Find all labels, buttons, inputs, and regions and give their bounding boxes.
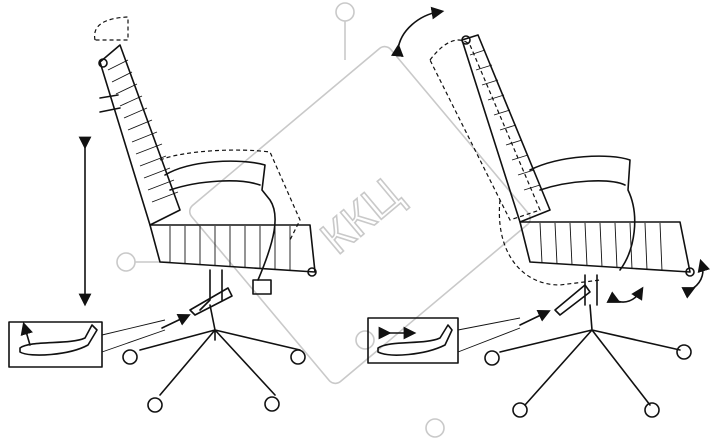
watermark-text: ККЦ — [310, 168, 411, 264]
inset-height-lever — [8, 321, 103, 368]
lever-up-arrow-icon — [20, 321, 33, 346]
pointer-arrow-icon — [161, 313, 191, 329]
lever-left — [189, 287, 233, 316]
lever-right — [554, 284, 591, 316]
pointer-arrow-icon — [519, 309, 551, 326]
inset-tilt-lever — [367, 317, 459, 364]
curved-double-arrow-icon — [390, 6, 445, 58]
chair-right — [367, 6, 710, 418]
chair-left — [8, 16, 317, 413]
tension-arrow-icon — [606, 286, 644, 303]
tilt-arrow-icon — [681, 258, 710, 299]
